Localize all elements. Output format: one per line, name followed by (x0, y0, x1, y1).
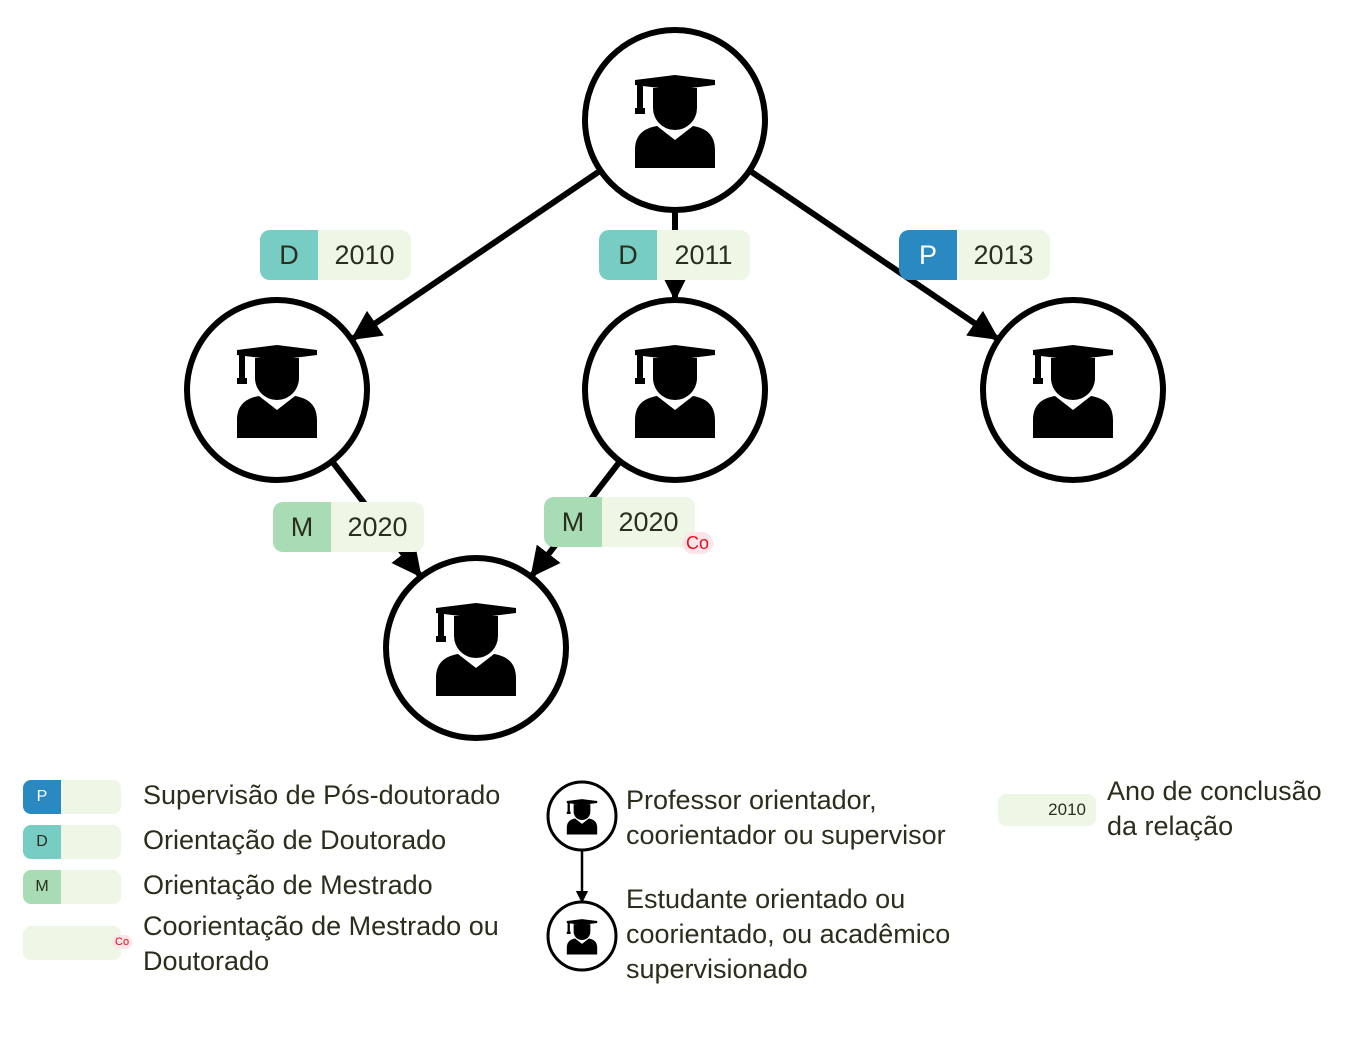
legend-node-diagram (546, 780, 618, 972)
edge-type-code: M (273, 502, 331, 552)
legend-label-doctorate: Orientação de Doutorado (143, 825, 447, 855)
coadvisor-badge: Co (682, 532, 714, 554)
legend-co-badge: Co (112, 935, 133, 949)
edge-type-code: D (260, 230, 318, 280)
edge-type-code: M (544, 497, 602, 547)
edge-year: 2020 (602, 497, 695, 547)
legend-label-coadvisor: Coorientação de Mestrado ou Doutorado (143, 911, 499, 976)
legend-type-code: D (23, 825, 61, 859)
legend-year-chip: 2010 (998, 794, 1096, 826)
edge-year: 2010 (318, 230, 411, 280)
legend-chip-postdoc: P (23, 780, 121, 814)
edge-year: 2013 (957, 230, 1050, 280)
edge-type-code: D (599, 230, 657, 280)
node-bottom[interactable] (383, 555, 569, 741)
legend-label-student: Estudante orientado ou coorientado, ou a… (626, 884, 951, 984)
legend-chip-masters: M (23, 870, 121, 904)
legend-label-postdoc: Supervisão de Pós-doutorado (143, 780, 501, 810)
node-right[interactable] (980, 297, 1166, 483)
legend-label-masters: Orientação de Mestrado (143, 870, 433, 900)
edge-top-left (350, 168, 603, 341)
legend-type-code: P (23, 780, 61, 814)
edge-year: 2020 (331, 502, 424, 552)
edge-top-right (747, 168, 1000, 341)
legend-chip-doctorate: D (23, 825, 121, 859)
edge-type-code: P (899, 230, 957, 280)
legend-label-advisor: Professor orientador, coorientador ou su… (626, 785, 946, 850)
legend-chip-coadvisor (23, 926, 121, 960)
legend-label-year: Ano de conclusão da relação (1107, 776, 1322, 841)
node-center[interactable] (582, 297, 768, 483)
edge-year: 2011 (657, 230, 750, 280)
node-left[interactable] (184, 297, 370, 483)
legend-type-code: M (23, 870, 61, 904)
node-top[interactable] (582, 27, 768, 213)
